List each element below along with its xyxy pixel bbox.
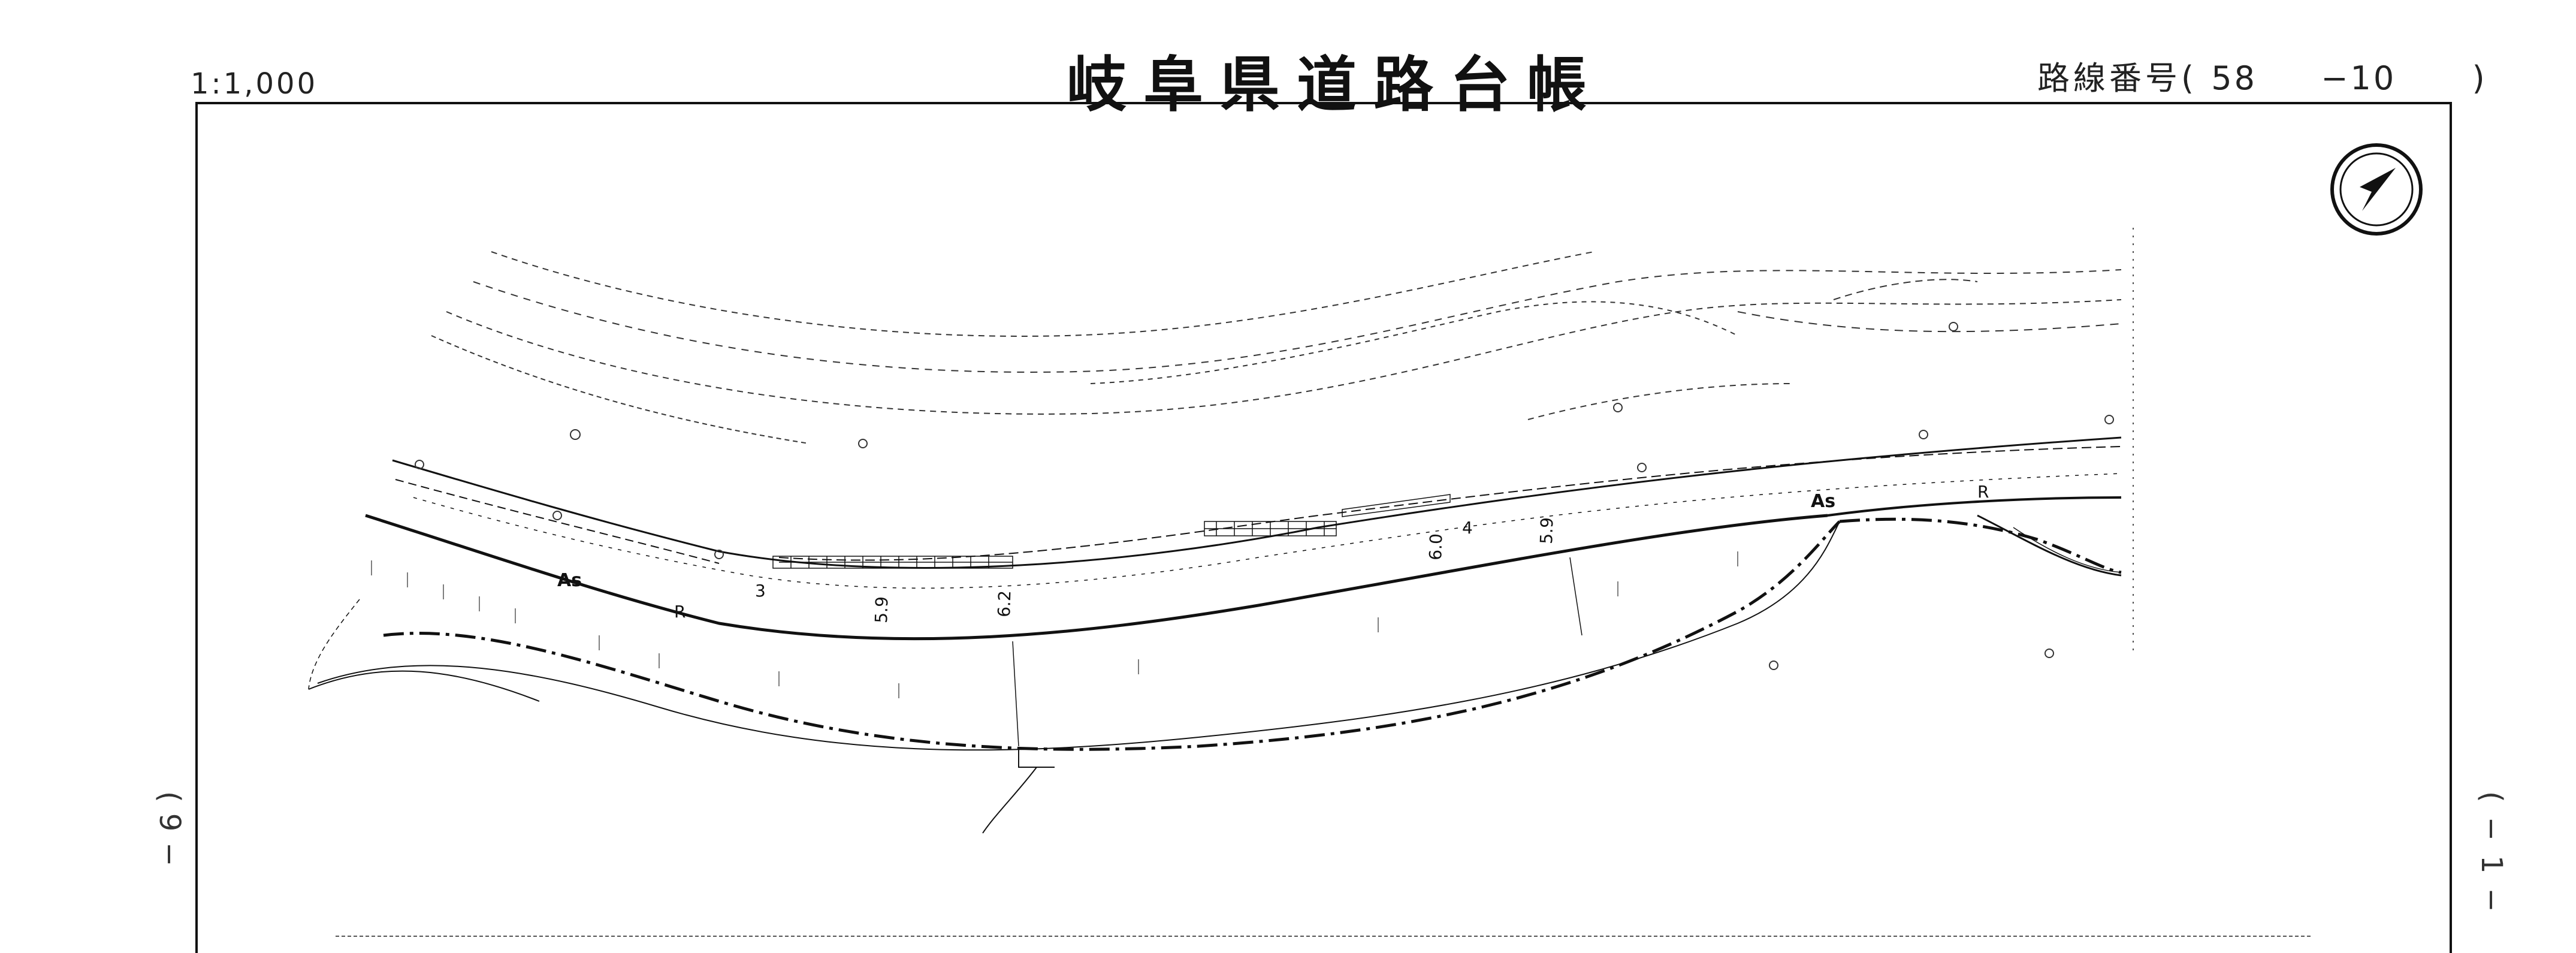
route-sub: −10 [2321,59,2397,97]
width-label: 5.9 [871,596,892,624]
route-suffix: ) [2472,59,2489,97]
marker-label: R [1977,482,1989,502]
surface-label: As [557,570,582,591]
slope-ticks [371,551,1738,698]
map-frame [195,102,2452,953]
width-label: 5.9 [1536,517,1557,545]
scale-label: 1:1,000 [191,67,318,101]
contour-lines [431,251,2122,444]
route-main: 58 [2211,59,2257,97]
north-arrow-icon [2329,141,2424,237]
side-page-marker-right: (−1− [2475,791,2508,927]
marker-label: R [674,602,685,622]
route-number: 路線番号( 58 −10 ) [2037,52,2489,99]
side-page-marker-left: (9− [153,791,186,877]
surface-label: As [1811,491,1835,512]
road-edges [308,228,2134,834]
width-label: 6.2 [994,590,1015,618]
width-label: 6.0 [1426,533,1446,561]
lane-label: 3 [755,581,766,601]
road-annotations: As As R R 3 4 5.9 6.2 6.0 5.9 [557,482,1989,623]
route-prefix: 路線番号( [2037,59,2198,97]
lane-label: 4 [1462,518,1473,538]
boundary-line [383,517,2122,751]
retaining-wall-hatch [772,494,1451,569]
sheet-title: 岐阜県道路台帳 [1067,49,1603,120]
utility-poles [415,322,2114,670]
